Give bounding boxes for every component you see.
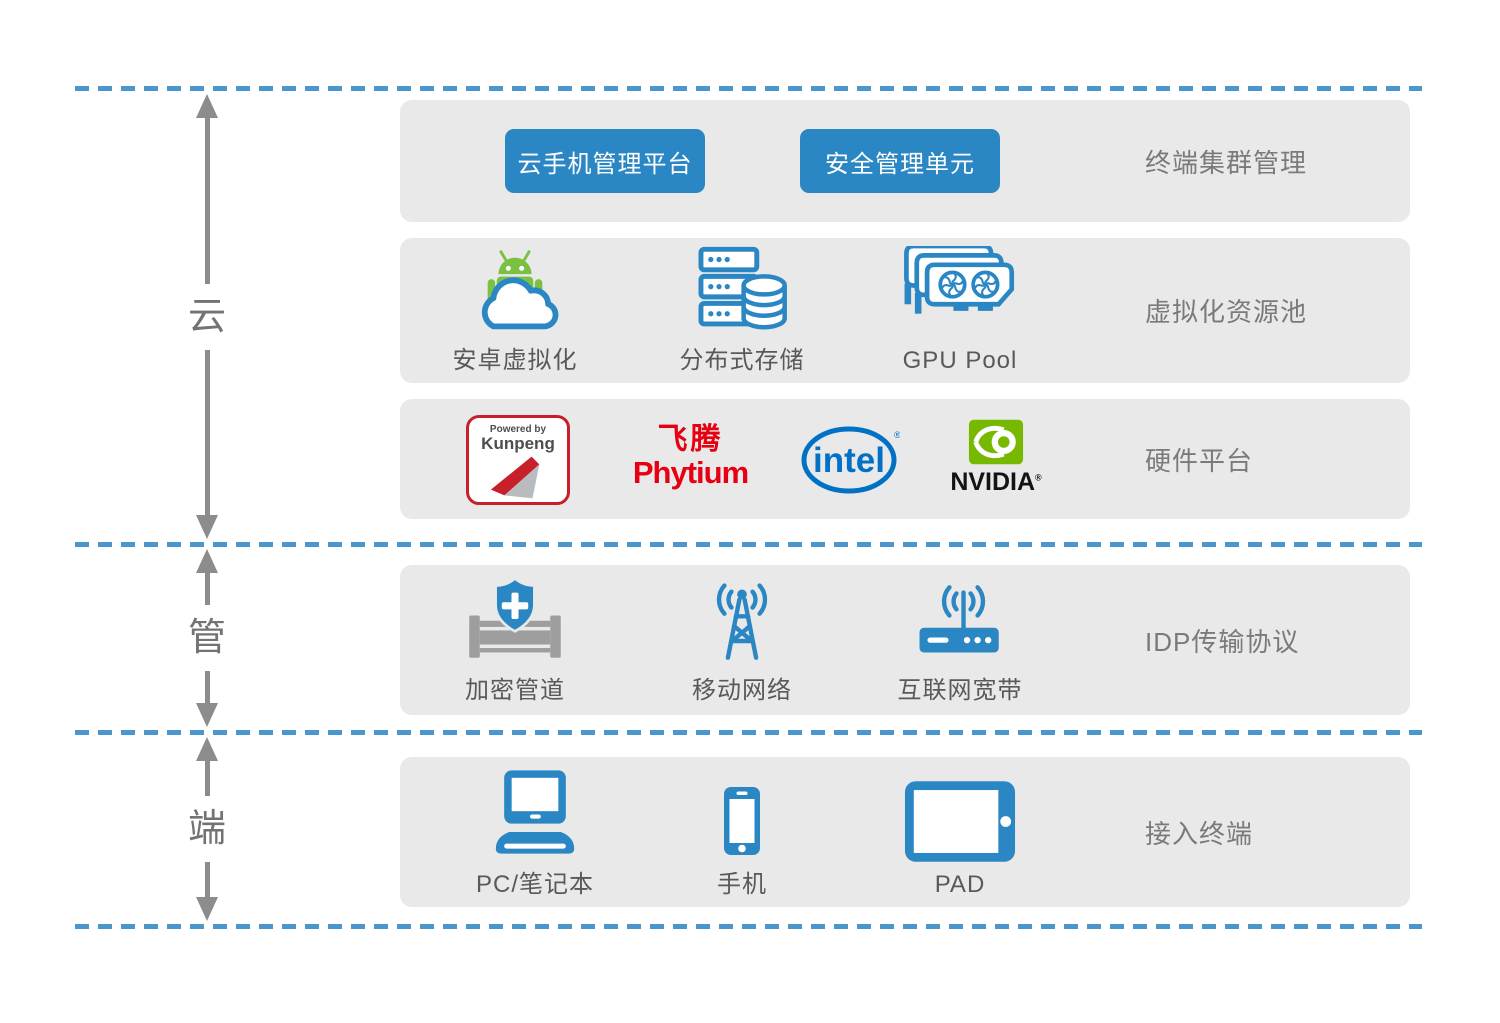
item-label: PC/笔记本 (475, 871, 594, 898)
layer-label-cloud: 云 (187, 295, 226, 338)
panel-access-terminal: PC/笔记本 手机 PAD 接入终端 (400, 757, 1410, 907)
rail-line (204, 349, 210, 515)
cloud-phone-platform-button[interactable]: 云手机管理平台 (505, 129, 705, 193)
layer-rail-terminal: 端 (177, 737, 237, 921)
item-distributed-storage: 分布式存储 (652, 246, 832, 375)
nvidia-wordmark: NVIDIA® (950, 468, 1042, 496)
phone-icon (724, 787, 760, 855)
security-unit-button[interactable]: 安全管理单元 (800, 129, 1000, 193)
android-cloud-icon (481, 250, 559, 330)
item-pc-laptop: PC/笔记本 (445, 767, 625, 899)
layer-label-terminal: 端 (187, 808, 226, 850)
kunpeng-wordmark: Kunpeng (481, 434, 555, 453)
phytium-cn-text: 飞腾 (657, 423, 724, 456)
dashed-separator-bottom (75, 924, 1422, 929)
panel-title-terminal-cluster: 终端集群管理 (1145, 147, 1308, 178)
item-label: 安卓虚拟化 (452, 347, 578, 374)
item-android-virtualization: 安卓虚拟化 (425, 246, 605, 375)
layer-rail-pipe: 管 (177, 549, 237, 727)
svg-text:intel: intel (813, 441, 885, 480)
kunpeng-logo: Powered by Kunpeng (466, 415, 570, 505)
item-label: PAD (934, 871, 986, 898)
dashed-separator-cloud-pipe (75, 542, 1422, 547)
phytium-wordmark: Phytium (632, 455, 749, 490)
arrow-up-icon (196, 549, 218, 573)
arrow-up-icon (196, 737, 218, 761)
panel-terminal-cluster: 云手机管理平台 安全管理单元 终端集群管理 (400, 100, 1410, 222)
item-label: 加密管道 (465, 677, 565, 704)
intel-ellipse-icon: intel ® (801, 426, 901, 494)
svg-text:®: ® (894, 430, 900, 440)
item-phone: 手机 (652, 767, 832, 899)
item-encrypted-pipe: 加密管道 (425, 575, 605, 705)
encrypted-pipe-icon (469, 576, 561, 658)
rail-line (204, 118, 210, 284)
gpu-pool-icon (904, 246, 1015, 314)
rail-line (204, 671, 210, 703)
intel-logo: intel ® (800, 424, 901, 501)
dashed-separator-top (75, 86, 1422, 91)
item-mobile-network: 移动网络 (652, 575, 832, 705)
panel-title-resource-pool: 虚拟化资源池 (1145, 297, 1308, 327)
internet-broadband-icon (919, 585, 999, 653)
distributed-storage-icon (698, 246, 787, 330)
panel-resource-pool: 安卓虚拟化 分布式存储 (400, 238, 1410, 383)
layer-label-pipe: 管 (187, 617, 226, 659)
panel-title-idp: IDP传输协议 (1145, 626, 1300, 657)
arrow-up-icon (196, 94, 218, 118)
item-label: 移动网络 (692, 677, 792, 704)
arrow-down-icon (196, 897, 218, 921)
rail-line (204, 761, 210, 796)
panel-title-hardware: 硬件平台 (1145, 445, 1254, 476)
arrow-down-icon (196, 515, 218, 539)
layer-rail-cloud: 云 (177, 94, 237, 539)
item-label: 互联网宽带 (897, 677, 1023, 704)
panel-hardware-platform: Powered by Kunpeng 飞腾 Phytium intel ® (400, 399, 1410, 519)
tablet-icon (904, 781, 1016, 862)
nvidia-eye-icon (968, 419, 1024, 465)
mobile-network-icon (716, 583, 768, 660)
laptop-icon (495, 770, 575, 854)
kunpeng-powered-by-text: Powered by (489, 424, 547, 435)
panel-title-terminal: 接入终端 (1145, 818, 1254, 849)
nvidia-logo: NVIDIA® (943, 417, 1049, 495)
phytium-logo: 飞腾 Phytium (618, 423, 763, 490)
kunpeng-swoosh-icon (490, 456, 540, 498)
item-label: GPU Pool (902, 347, 1018, 374)
item-label: 分布式存储 (679, 347, 805, 374)
item-internet-broadband: 互联网宽带 (870, 575, 1050, 705)
arrow-down-icon (196, 703, 218, 727)
item-pad: PAD (870, 767, 1050, 899)
rail-line (204, 862, 210, 897)
item-gpu-pool: GPU Pool (870, 246, 1050, 375)
panel-idp-protocol: 加密管道 移动网络 (400, 565, 1410, 715)
item-label: 手机 (717, 871, 767, 898)
rail-line (204, 573, 210, 605)
dashed-separator-pipe-terminal (75, 730, 1422, 735)
